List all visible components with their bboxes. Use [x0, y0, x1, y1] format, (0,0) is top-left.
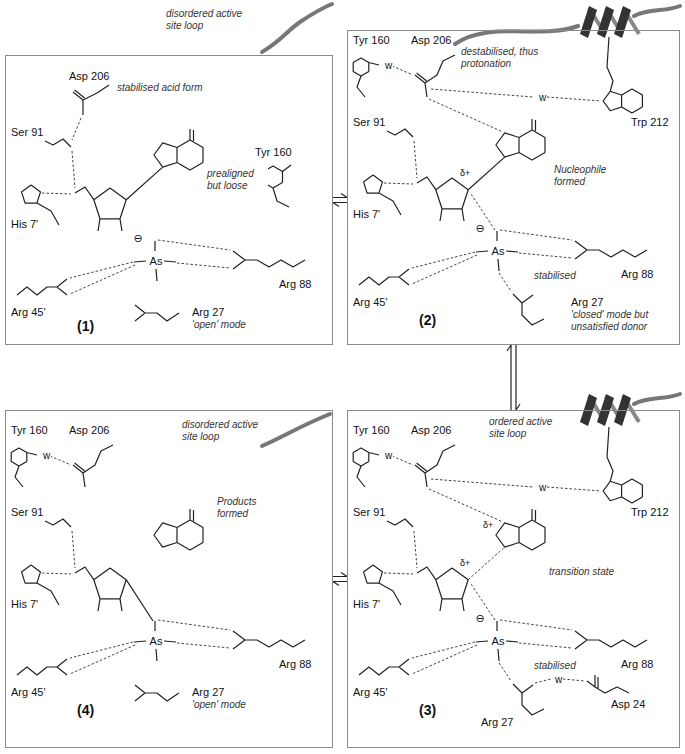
atom-label: As	[149, 635, 164, 648]
residue-label: Trp 212	[630, 506, 670, 519]
residue-label: Arg 27	[191, 686, 225, 699]
hydrogen-bonds	[42, 118, 230, 294]
equilibrium-arrow	[507, 345, 520, 410]
structure-bonds	[353, 427, 647, 715]
residue-label: Tyr 160	[352, 424, 391, 437]
residue-label: Arg 45'	[10, 686, 47, 699]
residue-label: Ser 91	[352, 116, 386, 129]
residue-label: Tyr 160	[352, 34, 391, 47]
helix-ribbon	[597, 6, 614, 38]
annotation: 'open' mode	[191, 319, 247, 331]
residue-label: Asp 206	[410, 424, 452, 437]
atom-label: As	[491, 245, 506, 258]
residue-label: Ser 91	[352, 506, 386, 519]
mechanism-panel: Asp 206 stabilised acid formSer 91 Tyr 160…	[5, 55, 333, 345]
residue-label: Arg 88	[278, 658, 312, 671]
hydrogen-bonds	[42, 456, 230, 674]
residue-label: Arg 88	[620, 268, 654, 281]
atom-label: As	[149, 255, 164, 268]
helix-ribbon	[614, 6, 631, 38]
equilibrium-arrow	[333, 194, 347, 207]
residue-label: Trp 212	[630, 116, 670, 129]
residue-label: Asp 24	[610, 698, 646, 711]
water-label: w	[554, 674, 563, 686]
residue-label: His 7'	[352, 598, 381, 611]
annotation: transition state	[548, 566, 625, 578]
panel-number: (2)	[418, 312, 437, 328]
annotation: 'closed' mode but unsatisfied donor	[570, 309, 677, 332]
annotation: destabilised, thus protonation	[460, 46, 557, 69]
panel-number: (3)	[418, 702, 437, 718]
residue-label: Arg 88	[278, 278, 312, 291]
panel-number: (1)	[76, 318, 95, 334]
residue-label: Ser 91	[10, 506, 44, 519]
active-site-loop	[262, 4, 332, 52]
annotation: prealigned but loose	[206, 168, 268, 191]
arrow-line	[333, 582, 347, 586]
atom-label: ⊖	[132, 232, 143, 245]
active-site-loop	[634, 394, 680, 404]
annotation: ordered active site loop	[488, 416, 570, 439]
water-label: w	[384, 60, 393, 72]
residue-label: Asp 206	[68, 424, 110, 437]
residue-label: Arg 27	[480, 716, 514, 729]
structure-bonds	[353, 37, 647, 325]
arrow-line	[507, 345, 511, 410]
residue-label: Arg 45'	[352, 296, 389, 309]
residue-label: Arg 27	[570, 296, 604, 309]
arrow-line	[333, 573, 347, 577]
annotation: 'open' mode	[191, 699, 247, 711]
arrow-line	[516, 345, 520, 410]
annotation: disordered active site loop	[165, 8, 257, 31]
annotation: stabilised	[533, 660, 577, 672]
mechanism-panel: Tyr 160 w Asp 206 destabilised, thus proton…	[347, 30, 680, 345]
structure-bonds	[17, 85, 305, 321]
residue-label: Tyr 160	[10, 424, 49, 437]
annotation: stabilised	[533, 270, 577, 282]
water-label: w	[42, 450, 51, 462]
residue-label: His 7'	[10, 218, 39, 231]
annotation: disordered active site loop	[181, 419, 263, 442]
charge-label: δ+	[482, 520, 494, 530]
charge-label: δ+	[459, 168, 471, 178]
atom-label: ⊖	[474, 222, 485, 235]
residue-label: His 7'	[352, 208, 381, 221]
helix-ribbon	[580, 6, 597, 38]
residue-label: Arg 45'	[10, 306, 47, 319]
water-label: w	[538, 92, 547, 104]
mechanism-panel: disordered active site loop Tyr 160 w Asp 2…	[5, 410, 333, 748]
arrow-line	[333, 203, 347, 207]
residue-label: Asp 206	[410, 34, 452, 47]
residue-label: His 7'	[10, 598, 39, 611]
panel-number: (4)	[76, 702, 95, 718]
active-site-loop	[634, 6, 680, 16]
charge-label: δ+	[459, 558, 471, 568]
active-site-loop	[262, 414, 330, 446]
residue-label: Asp 206	[68, 70, 110, 83]
residue-label: Arg 88	[620, 658, 654, 671]
active-site-loop	[455, 26, 578, 44]
water-label: w	[538, 482, 547, 494]
annotation: Products formed	[216, 496, 288, 519]
structure-bonds	[11, 445, 305, 701]
water-label: w	[384, 450, 393, 462]
mechanism-panel: ordered active site loop Tyr 160 w Asp 206 w…	[347, 410, 680, 748]
arrow-line	[333, 194, 347, 198]
residue-label: Arg 27	[191, 306, 225, 319]
annotation: Nucleophile formed	[553, 164, 625, 187]
annotation: stabilised acid form	[116, 82, 204, 94]
residue-label: Tyr 160	[254, 146, 293, 159]
atom-label: ⊖	[474, 612, 485, 625]
equilibrium-arrow	[333, 573, 347, 586]
atom-label: As	[491, 635, 506, 648]
residue-label: Arg 45'	[352, 686, 389, 699]
residue-label: Ser 91	[10, 126, 44, 139]
